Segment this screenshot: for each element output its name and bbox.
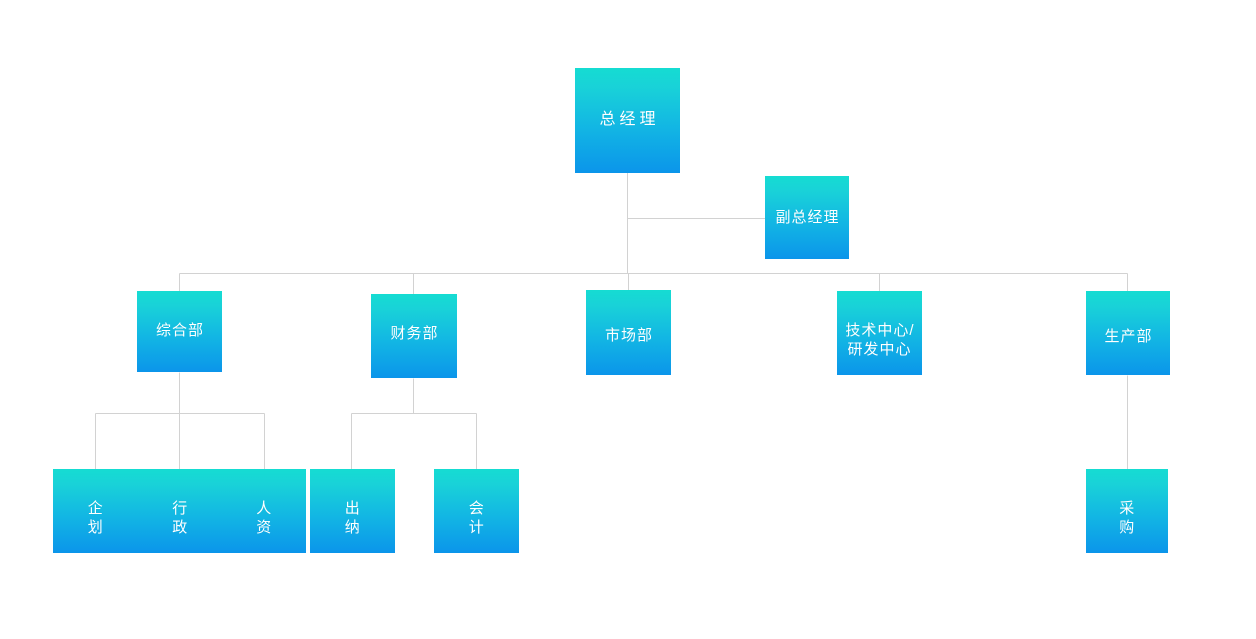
node-finance-dept[interactable]: 财务部 bbox=[371, 294, 457, 378]
node-label-human-resources: 人 资 bbox=[256, 500, 272, 537]
node-production-dept[interactable]: 生产部 bbox=[1086, 291, 1170, 375]
node-label-deputy-general-manager: 副总经理 bbox=[775, 208, 840, 226]
node-cashier[interactable]: 出 纳 bbox=[310, 469, 395, 553]
node-label-purchasing: 采 购 bbox=[1119, 500, 1135, 537]
node-label-accounting: 会 计 bbox=[468, 500, 485, 537]
node-purchasing[interactable]: 采 购 bbox=[1086, 469, 1168, 553]
node-deputy-general-manager[interactable]: 副总经理 bbox=[765, 176, 849, 259]
node-technology-rd-center[interactable]: 技术中心/ 研发中心 bbox=[837, 291, 922, 375]
node-label-technology-rd-center: 技术中心/ 研发中心 bbox=[845, 322, 915, 359]
node-general-manager[interactable]: 总经理 bbox=[575, 68, 680, 173]
node-label-marketing-dept: 市场部 bbox=[604, 327, 653, 344]
node-label-general-manager: 总经理 bbox=[599, 111, 660, 129]
node-human-resources[interactable]: 人 资 bbox=[222, 469, 306, 553]
node-accounting[interactable]: 会 计 bbox=[434, 469, 519, 553]
node-administration[interactable]: 行 政 bbox=[138, 469, 222, 553]
node-label-cashier: 出 纳 bbox=[344, 500, 361, 537]
node-planning[interactable]: 企 划 bbox=[53, 469, 138, 553]
node-label-production-dept: 生产部 bbox=[1104, 328, 1153, 345]
node-label-administration: 行 政 bbox=[172, 500, 188, 537]
node-label-finance-dept: 财务部 bbox=[390, 325, 439, 342]
node-label-planning: 企 划 bbox=[87, 500, 104, 537]
node-general-affairs-dept[interactable]: 综合部 bbox=[137, 291, 222, 372]
node-marketing-dept[interactable]: 市场部 bbox=[586, 290, 671, 375]
node-label-general-affairs-dept: 综合部 bbox=[155, 322, 204, 339]
